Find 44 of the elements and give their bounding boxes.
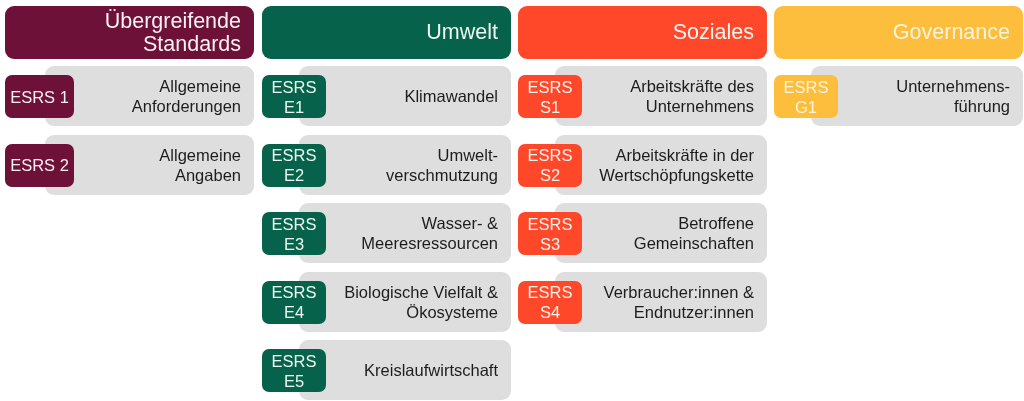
- category-title: Übergreifende Standards: [103, 9, 241, 56]
- standard-title: Verbraucher:innen & Endnutzer:innen: [602, 281, 754, 322]
- standard-tag: [5, 143, 74, 187]
- standard-title: Arbeitskräfte des Unternehmens: [629, 76, 754, 116]
- standard-title: Biologische Vielfalt & Ökosysteme: [343, 281, 498, 322]
- standard-code: ESRS 1: [10, 86, 69, 107]
- standard-code: ESRS 2: [10, 155, 69, 175]
- standard-code: ESRS G1: [782, 76, 830, 117]
- standard-title: Allgemeine Angaben: [158, 144, 241, 185]
- category-header: [774, 6, 1023, 59]
- standard-title: Unternehmens- führung: [895, 76, 1010, 116]
- standard-code: ESRS S4: [526, 282, 574, 322]
- standard-tag: [262, 280, 326, 324]
- standard-code: ESRS S3: [526, 213, 574, 254]
- standard-code: ESRS E5: [270, 350, 318, 391]
- standard-tag: [262, 143, 326, 187]
- category-header: [262, 6, 511, 59]
- standard-code: ESRS E1: [270, 76, 318, 117]
- standard-tag: [5, 75, 74, 118]
- standard-tag: [262, 75, 326, 118]
- category-title: Soziales: [672, 21, 754, 44]
- standard-code: ESRS E3: [270, 213, 318, 254]
- standard-tag: [518, 75, 582, 118]
- standard-code: ESRS E4: [270, 282, 318, 322]
- category-header: [5, 6, 254, 59]
- standard-tag: [774, 75, 838, 118]
- standard-tag: [518, 143, 582, 187]
- standard-tag: [518, 280, 582, 324]
- category-header: [518, 6, 767, 59]
- standard-code: ESRS S1: [526, 76, 574, 117]
- standard-title: Wasser- & Meeresressourcen: [360, 213, 498, 253]
- standard-title: Umwelt- verschmutzung: [385, 144, 498, 185]
- standard-title: Klimawandel: [404, 86, 498, 106]
- standard-tag: [518, 212, 582, 255]
- standard-code: ESRS S2: [526, 145, 574, 185]
- standard-title: Kreislaufwirtschaft: [364, 360, 498, 380]
- standard-title: Allgemeine Anforderungen: [130, 76, 241, 116]
- category-title: Umwelt: [426, 21, 498, 44]
- standard-tag: [262, 349, 326, 392]
- standard-code: ESRS E2: [270, 145, 318, 185]
- category-title: Governance: [892, 21, 1010, 44]
- standard-title: Betroffene Gemeinschaften: [632, 213, 754, 253]
- standard-tag: [262, 212, 326, 255]
- standard-title: Arbeitskräfte in der Wertschöpfungskette: [598, 144, 754, 185]
